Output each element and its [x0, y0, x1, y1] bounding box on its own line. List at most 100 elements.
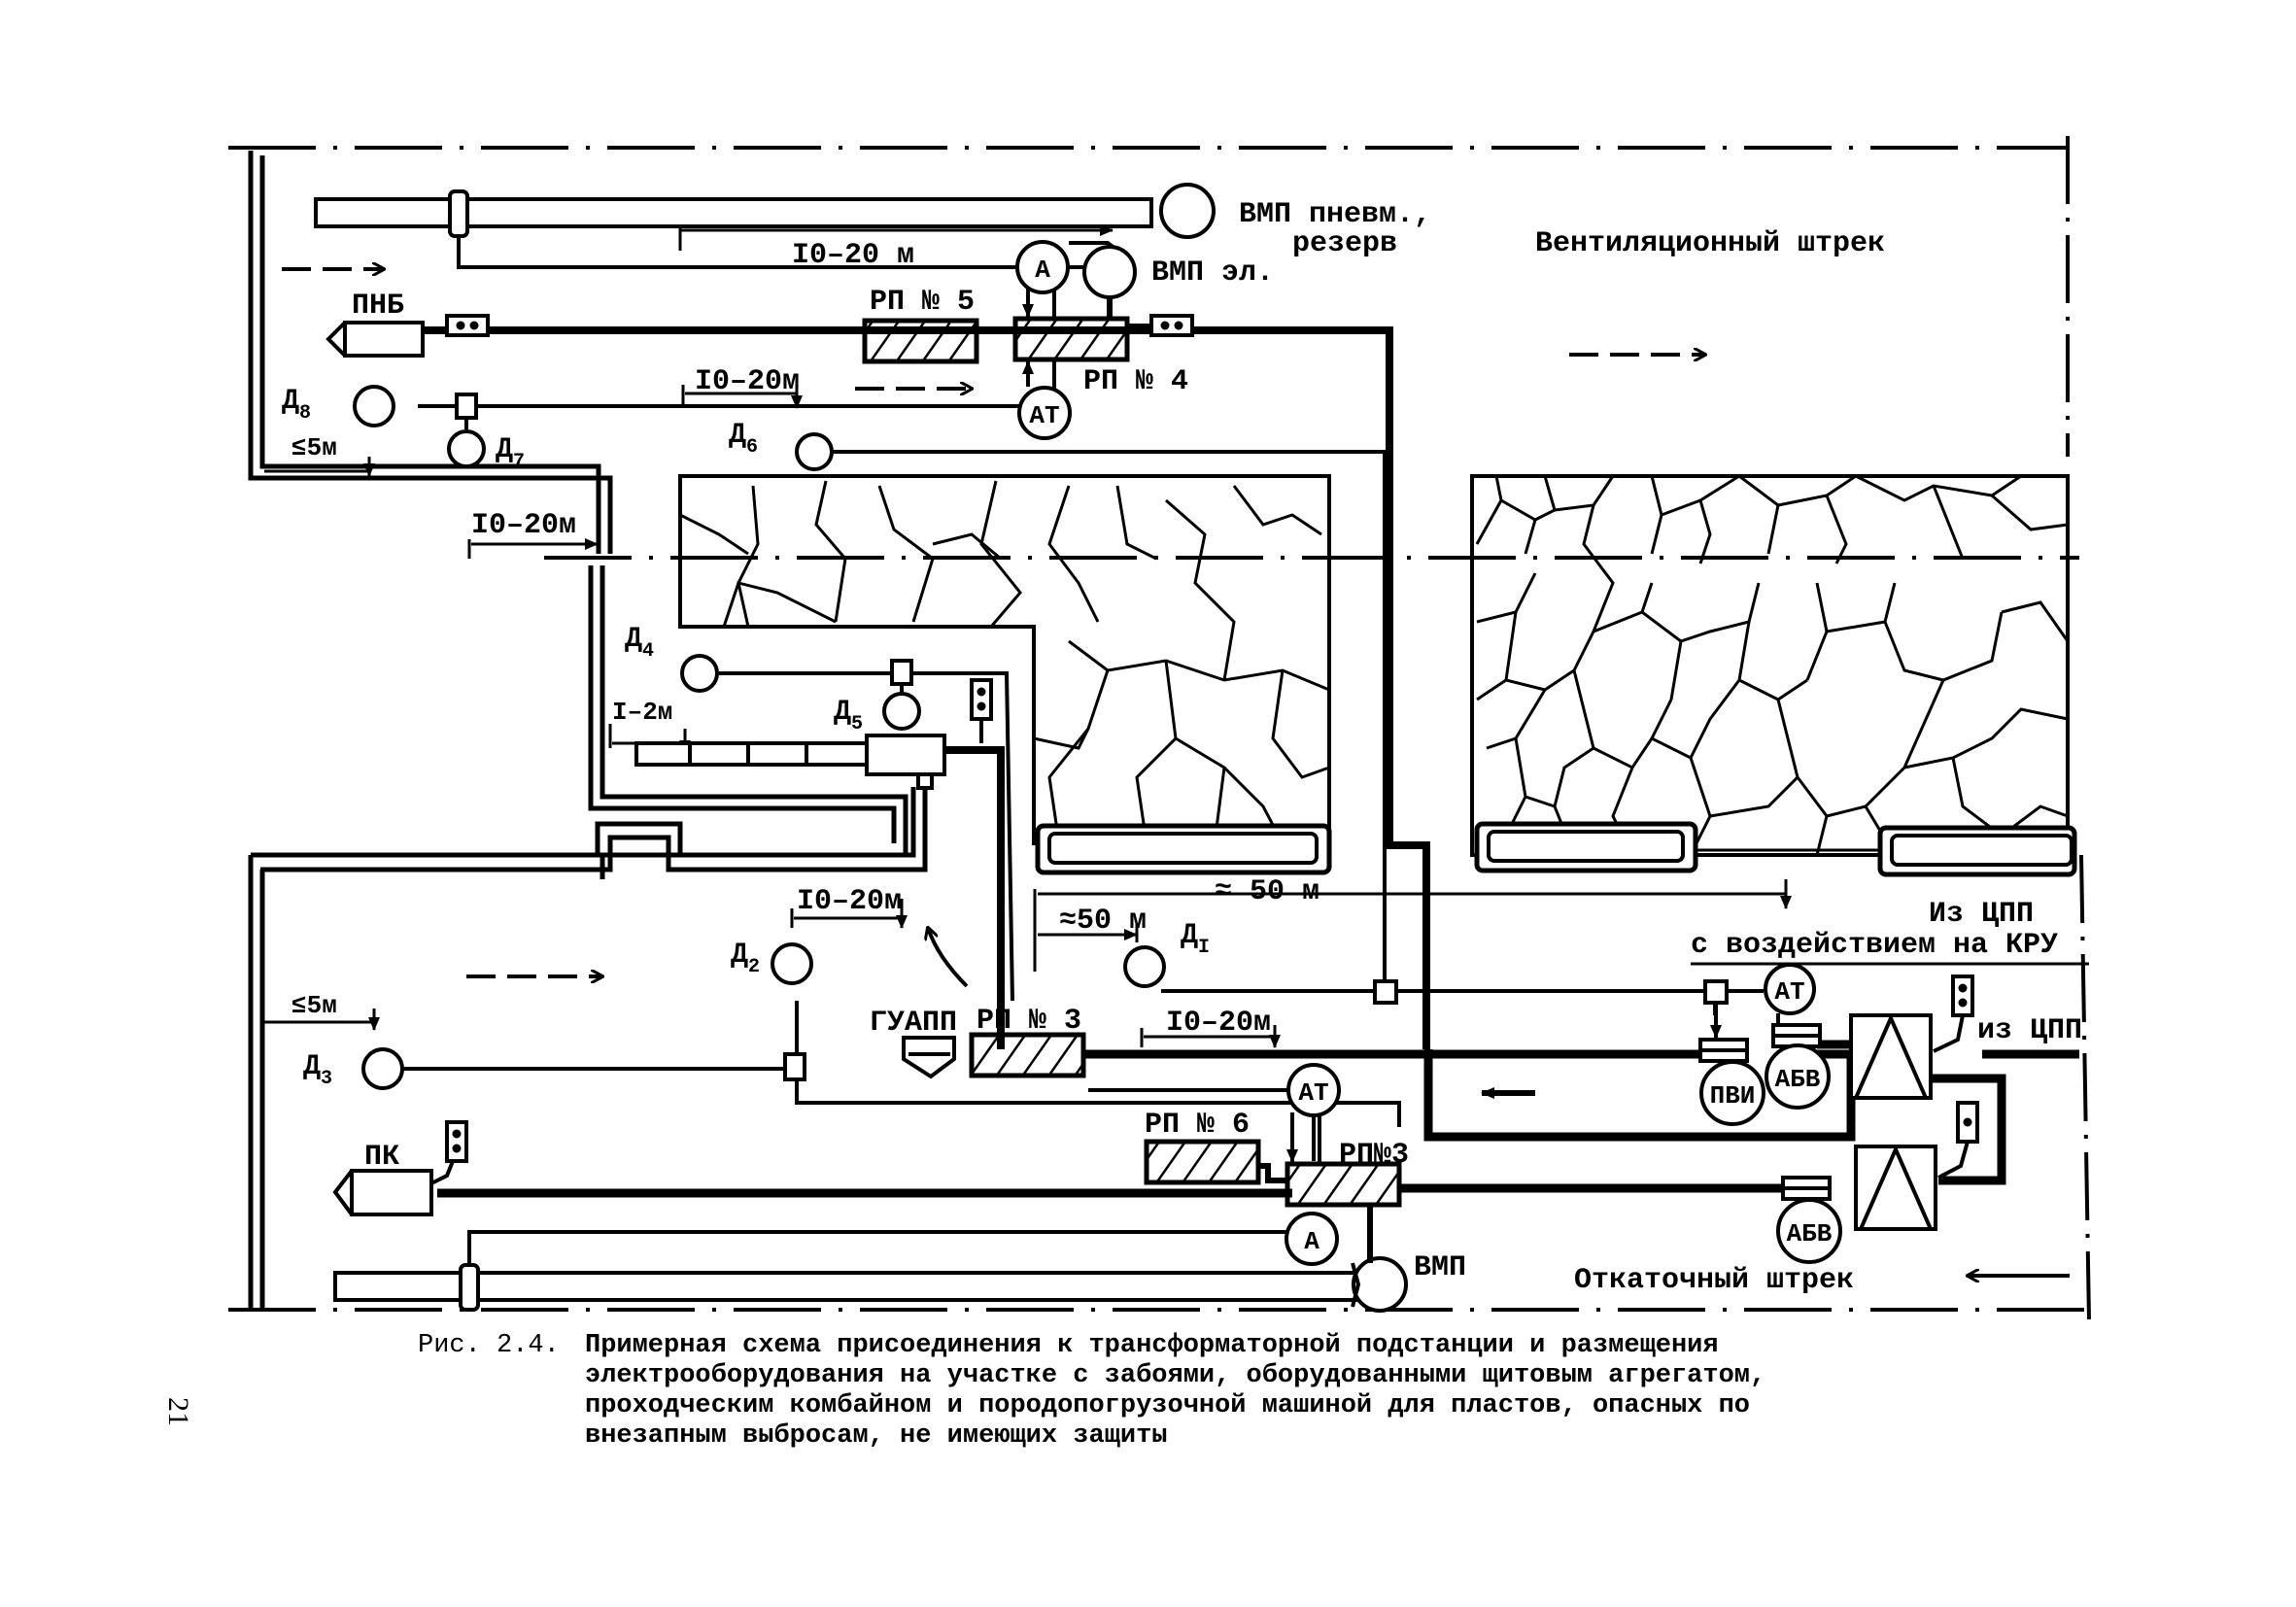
caption-number: Рис. 2.4. [418, 1331, 560, 1360]
rp3-distribution-point [969, 1032, 1086, 1078]
sensor-d2 [771, 942, 813, 985]
dimension-labels: I0–20 м I0–20м ≤5м I0–20м I–2м I0–20м ≤5… [291, 239, 1319, 1040]
svg-text:АТ: АТ [1029, 401, 1059, 430]
airflow-arrows [282, 269, 2070, 1276]
rp6-label: РП № 6 [1145, 1109, 1250, 1142]
caption-line-4: внезапным выбросам, не имеющих защиты [585, 1421, 1168, 1451]
air-duct-bottom [333, 1230, 1408, 1313]
guapp-unit [902, 1036, 956, 1079]
relay-a-bottom: А [1285, 1212, 1339, 1266]
pk-control-box [445, 1120, 468, 1163]
vmp-label-bottom: ВМП [1414, 1251, 1466, 1284]
substation-labels: АТ ПВИ АБВ АБВ Из ЦПП с воздействием на … [1691, 898, 2089, 1248]
sensor-d7-label: Д7 [496, 433, 525, 473]
sensor-d3-label: Д3 [303, 1050, 332, 1090]
sensor-d2-label: Д2 [731, 939, 760, 978]
vent-drift-label: Вентиляционный штрек [1535, 227, 1885, 260]
sensor-d2-junction [783, 1052, 806, 1081]
vmp-pneum-label-2: резерв [1292, 227, 1397, 260]
dim-approx-50-b: ≈50 м [1059, 905, 1147, 938]
abv-breaker-top [1765, 1043, 1831, 1110]
air-duct-top [314, 183, 1216, 299]
guapp-label: ГУАПП [870, 1007, 957, 1040]
rp4-control-box [1149, 314, 1194, 337]
sensor-d6 [795, 432, 834, 471]
combine-control-box [970, 678, 993, 721]
from-cpp-label-3: из ЦПП [1977, 1014, 2082, 1047]
vmp-electric-fan [1082, 245, 1137, 299]
haul-drift-label: Откаточный штрек [1574, 1264, 1854, 1297]
dim-top-10-20: I0–20 м [792, 239, 914, 272]
rp5-label: РП № 5 [870, 286, 975, 319]
sensor-d5 [882, 692, 921, 731]
transformer-control-box-top [1951, 974, 1974, 1017]
pnb-machine [326, 314, 490, 358]
dim-rp3-10-20: I0–20м [1166, 1007, 1271, 1040]
sensor-d5-label: Д5 [834, 696, 863, 735]
drift-boundaries [228, 136, 2091, 1322]
rp4-label: РП № 4 [1083, 365, 1188, 398]
sensor-d1-label: ДI [1181, 919, 1210, 959]
svg-text:А: А [1035, 256, 1050, 285]
rp4-distribution-point [1012, 282, 1194, 389]
vmp-pneum-label-1: ВМП пневм., [1239, 198, 1431, 231]
sensor-d4-label: Д4 [625, 623, 654, 663]
signal-junction-box [1373, 979, 1398, 1005]
rp-n3-distribution-point [1285, 1112, 1402, 1263]
coal-panel-middle [678, 474, 1332, 875]
rp3-label: РП № 3 [977, 1005, 1081, 1038]
transformer-top [1849, 1013, 1933, 1100]
from-cpp-label-2: с воздействием на КРУ [1691, 929, 2058, 962]
sensor-d5-junction [890, 659, 913, 686]
sensor-d4 [680, 654, 719, 693]
relay-at-top: АТ [1017, 386, 1072, 440]
dim-left-le5-top: ≤5м [291, 433, 337, 462]
rp6-distribution-point [1144, 1139, 1287, 1185]
combine-head [865, 734, 946, 776]
methane-sensors [353, 385, 1166, 1090]
vmp-fan-bottom [1352, 1256, 1408, 1313]
pvi-label: ПВИ [1710, 1081, 1756, 1111]
right-boundary-line-lower [2079, 854, 2091, 1322]
dimension-lines [264, 228, 1786, 1047]
pk-machine [332, 1120, 468, 1216]
sensor-d1 [1123, 945, 1166, 988]
abv-breaker-bottom [1776, 1198, 1842, 1264]
substation [1373, 963, 1979, 1264]
dim-mid-10-20: I0–20м [695, 365, 800, 398]
dim-left-le5-bottom: ≤5м [291, 991, 337, 1020]
pk-label: ПК [364, 1141, 399, 1174]
sensor-d7 [447, 429, 486, 468]
sensor-d7-junction [455, 393, 478, 420]
transformer-bottom [1854, 1145, 1937, 1231]
abv-label-top: АБВ [1775, 1065, 1821, 1094]
page-number: 21 [162, 1397, 194, 1426]
pvi-junction-box [1703, 979, 1729, 1005]
coal-texture-right [1475, 474, 2070, 857]
coal-texture-middle [679, 480, 1330, 844]
relay-at-substation-label: АТ [1774, 977, 1804, 1007]
svg-text:А: А [1304, 1227, 1319, 1256]
pnb-control-box [445, 314, 490, 337]
caption-line-1: Примерная схема присоединения к трансфор… [585, 1331, 1719, 1360]
rp5-distribution-point [862, 318, 979, 364]
svg-text:АТ: АТ [1298, 1078, 1328, 1108]
relay-a-top: А [1015, 240, 1070, 294]
sensor-d8-label: Д8 [282, 385, 311, 425]
coal-panel-right [1470, 474, 2077, 877]
dim-left-1-2: I–2м [612, 698, 672, 727]
vmp-pneumatic-fan [1159, 183, 1216, 239]
figure-caption: Рис. 2.4. Примерная схема присоединения к… [418, 1331, 1972, 1452]
pnb-label: ПНБ [352, 290, 404, 323]
abv-label-bottom: АБВ [1787, 1219, 1833, 1248]
sensor-d3 [361, 1047, 404, 1090]
dim-bottom-10-20: I0–20м [797, 885, 902, 918]
dim-left-10-20: I0–20м [471, 509, 576, 542]
caption-line-2: электрооборудования на участке с забоями… [585, 1361, 1766, 1390]
workings-outline [248, 151, 928, 1310]
sensor-d6-label: Д6 [729, 419, 758, 459]
caption-line-3: проходческим комбайном и породопогрузочн… [585, 1391, 1750, 1420]
pvi-breaker [1699, 1060, 1765, 1126]
vmp-el-label: ВМП эл. [1151, 256, 1274, 290]
